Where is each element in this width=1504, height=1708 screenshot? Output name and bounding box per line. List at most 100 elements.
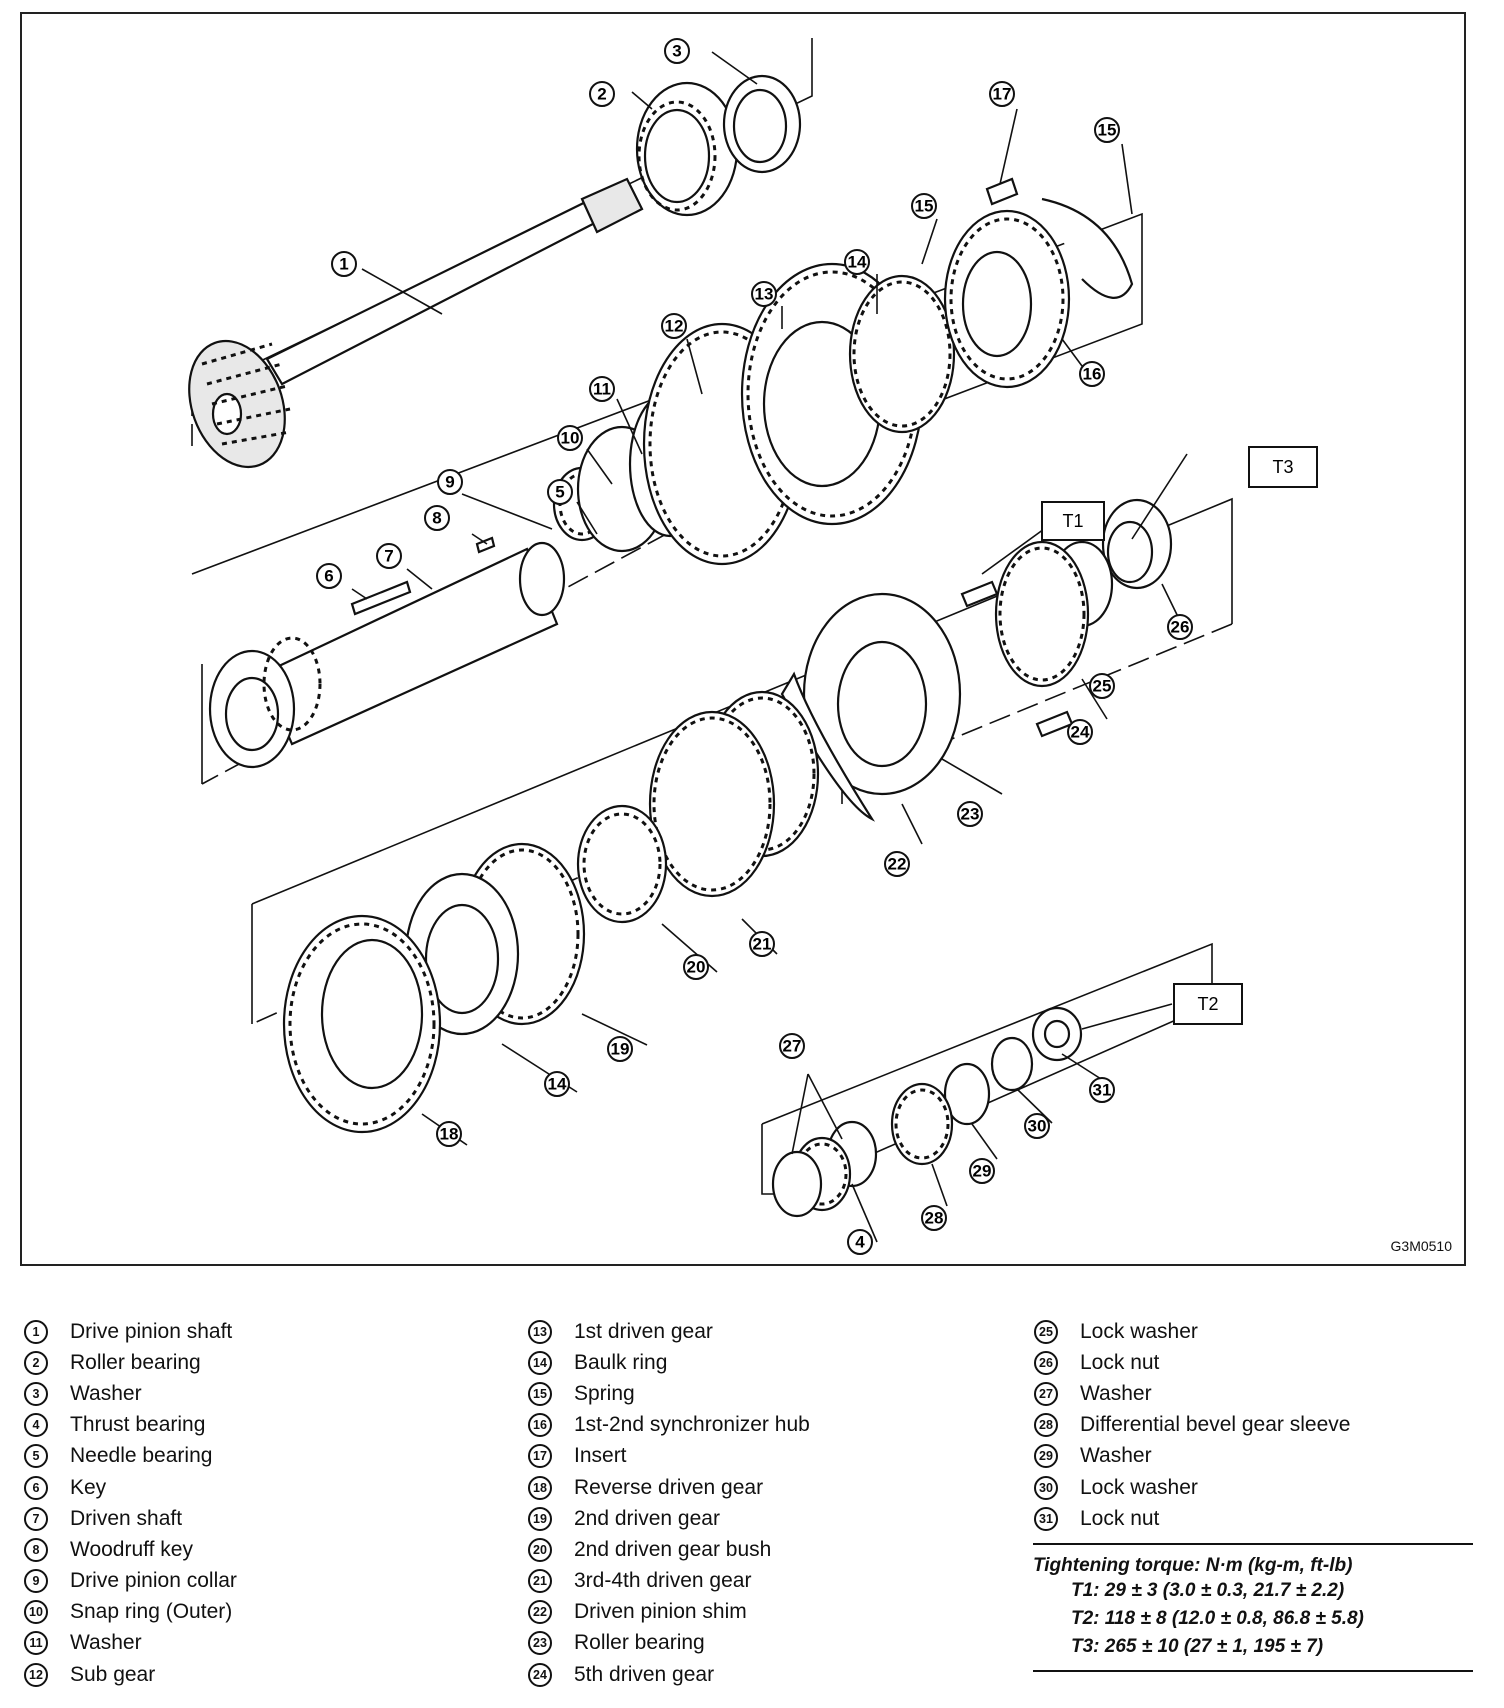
svg-text:24: 24 <box>1071 723 1090 742</box>
legend-label: Thrust bearing <box>70 1413 206 1437</box>
callout-5: 5 <box>547 479 573 505</box>
legend-item: 27 Washer <box>1034 1378 1350 1409</box>
legend-number: 20 <box>528 1537 552 1562</box>
torque-spec: Tightening torque: N·m (kg-m, ft-lb) T1:… <box>1033 1543 1473 1661</box>
legend-number: 4 <box>24 1413 48 1438</box>
callout-23: 23 <box>957 801 983 827</box>
legend-item: 11 Washer <box>24 1628 237 1659</box>
legend-label: Lock washer <box>1080 1475 1198 1499</box>
middle-gear-stack <box>576 498 1173 924</box>
callout-15b: 15 <box>1094 117 1120 143</box>
legend-number: 28 <box>1034 1413 1058 1438</box>
legend-label: Sub gear <box>70 1662 156 1686</box>
svg-text:10: 10 <box>561 429 580 448</box>
legend-number: 27 <box>1034 1381 1058 1406</box>
svg-text:31: 31 <box>1093 1081 1112 1100</box>
legend-label: Differential bevel gear sleeve <box>1080 1413 1351 1437</box>
torque-bottom-rule <box>1033 1670 1473 1672</box>
diagram-drawing: T1 T2 T3 1 2 3 4 5 6 7 8 9 10 11 12 13 1… <box>188 38 1318 1255</box>
svg-text:3: 3 <box>672 42 681 61</box>
legend-number: 14 <box>528 1350 552 1375</box>
legend-number: 18 <box>528 1475 552 1500</box>
callout-1: 1 <box>331 251 357 277</box>
svg-text:19: 19 <box>611 1040 630 1059</box>
callout-12: 12 <box>661 313 687 339</box>
callout-16: 16 <box>1079 361 1105 387</box>
legend-label: Driven shaft <box>70 1506 183 1530</box>
callout-11: 11 <box>589 376 615 402</box>
legend-number: 11 <box>24 1631 48 1656</box>
svg-text:13: 13 <box>755 285 774 304</box>
torque-title: Tightening torque: N·m (kg-m, ft-lb) <box>1033 1555 1353 1576</box>
svg-text:8: 8 <box>432 509 441 528</box>
svg-text:17: 17 <box>993 85 1012 104</box>
svg-text:22: 22 <box>888 855 907 874</box>
svg-text:2: 2 <box>597 85 606 104</box>
legend-item: 31 Lock nut <box>1034 1503 1350 1534</box>
legend-number: 10 <box>24 1600 48 1625</box>
legend-label: 5th driven gear <box>574 1662 715 1686</box>
torque-t1: T1: 29 ± 3 (3.0 ± 0.3, 21.7 ± 2.2) <box>1071 1580 1345 1601</box>
legend-item: 4 Thrust bearing <box>24 1410 237 1441</box>
legend-label: Washer <box>70 1631 142 1655</box>
callout-3: 3 <box>664 38 690 64</box>
legend-number: 12 <box>24 1662 48 1687</box>
legend-number: 22 <box>528 1600 552 1625</box>
legend-number: 30 <box>1034 1475 1058 1500</box>
legend-label: Spring <box>574 1381 635 1405</box>
callout-7: 7 <box>376 543 402 569</box>
legend-label: Lock nut <box>1080 1506 1160 1530</box>
svg-text:14: 14 <box>548 1075 567 1094</box>
svg-text:30: 30 <box>1028 1117 1047 1136</box>
legend-label: Needle bearing <box>70 1444 213 1468</box>
svg-text:15: 15 <box>1098 121 1117 140</box>
bottom-group <box>771 1006 1083 1218</box>
callout-22: 22 <box>884 851 910 877</box>
callout-21: 21 <box>749 931 775 957</box>
callout-27: 27 <box>779 1033 805 1059</box>
svg-text:26: 26 <box>1171 618 1190 637</box>
svg-text:14: 14 <box>848 253 867 272</box>
callout-19: 19 <box>607 1036 633 1062</box>
legend-label: Insert <box>574 1444 627 1468</box>
callout-9: 9 <box>437 469 463 495</box>
legend-number: 23 <box>528 1631 552 1656</box>
callout-25: 25 <box>1089 673 1115 699</box>
svg-text:18: 18 <box>440 1125 459 1144</box>
callout-8: 8 <box>424 505 450 531</box>
legend-number: 31 <box>1034 1506 1058 1531</box>
svg-text:29: 29 <box>973 1162 992 1181</box>
legend-item: 17 Insert <box>528 1441 810 1472</box>
figure-code: G3M0510 <box>1390 1238 1452 1254</box>
legend-label: Snap ring (Outer) <box>70 1600 233 1624</box>
legend-label: Reverse driven gear <box>574 1475 764 1499</box>
callout-20: 20 <box>683 954 709 980</box>
svg-text:20: 20 <box>687 958 706 977</box>
drive-pinion-shaft <box>188 177 644 469</box>
upper-gear-stack <box>552 177 1134 566</box>
legend-label: Washer <box>70 1381 142 1405</box>
legend-label: Washer <box>1080 1444 1152 1468</box>
callout-14b: 14 <box>544 1071 570 1097</box>
callout-24: 24 <box>1067 719 1093 745</box>
svg-text:5: 5 <box>555 483 564 502</box>
svg-text:12: 12 <box>665 317 684 336</box>
legend-number: 8 <box>24 1537 48 1562</box>
callout-17: 17 <box>989 81 1015 107</box>
legend-number: 9 <box>24 1569 48 1594</box>
legend-label: Washer <box>1080 1381 1152 1405</box>
legend-label: Key <box>70 1475 107 1499</box>
callout-4: 4 <box>847 1229 873 1255</box>
driven-shaft <box>208 536 566 769</box>
legend-number: 17 <box>528 1444 552 1469</box>
legend-item: 30 Lock washer <box>1034 1472 1350 1503</box>
